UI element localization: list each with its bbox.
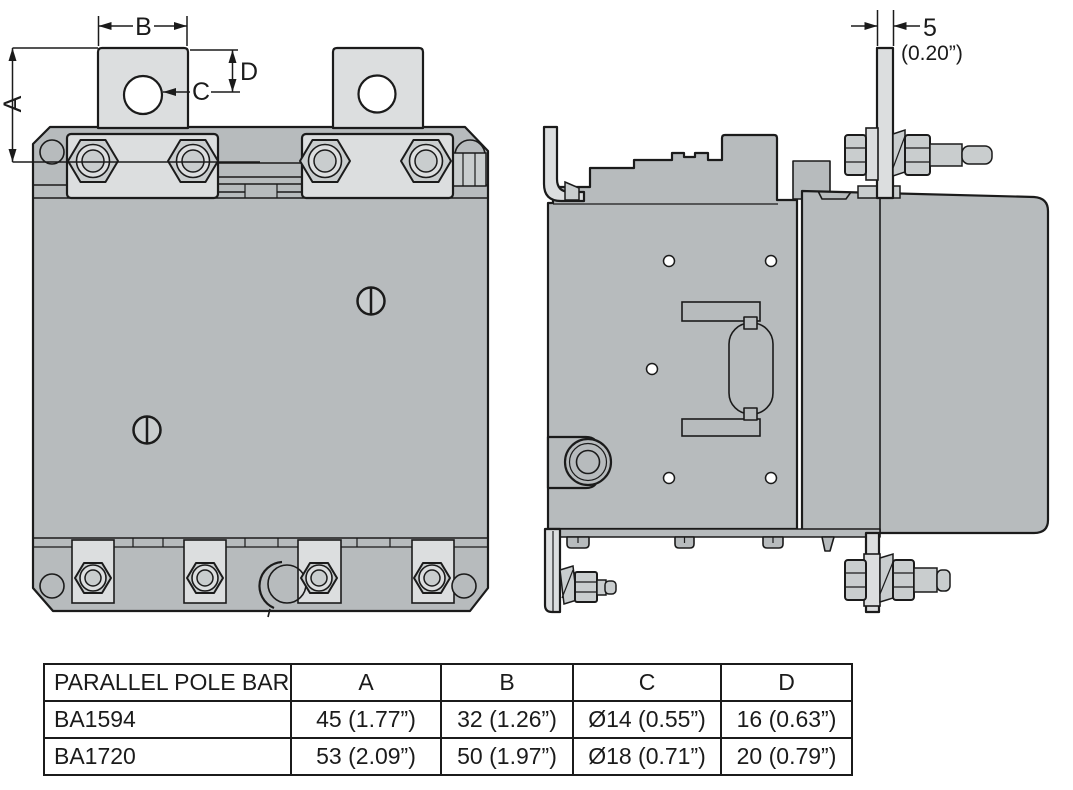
bracket-wedge: [564, 180, 580, 201]
mounting-bracket-top: [542, 125, 586, 203]
corner-hole-bottom-left: [39, 573, 65, 599]
value-c: Ø14 (0.55”): [572, 700, 722, 739]
header-c: C: [572, 663, 722, 702]
thickness-value-mm: 5: [923, 14, 937, 42]
value-d: 20 (0.79”): [720, 737, 853, 776]
value-b: 32 (1.26”): [440, 700, 574, 739]
dim-label-d: D: [240, 58, 258, 86]
pole-bar-bolt-bottom: [844, 552, 951, 607]
model-name: BA1720: [43, 737, 292, 776]
pole-bar-edge-top: [875, 46, 895, 200]
bottom-hex-bolts: [74, 562, 451, 594]
mount-hole: [662, 254, 676, 268]
pole-bar-bolt-top: [844, 127, 993, 181]
dimension-annotation-thickness: 5 (0.20”): [851, 10, 963, 65]
front-view: [31, 46, 490, 618]
dimension-annotations-front: A B D C: [0, 13, 260, 163]
bracket-bolt: [559, 565, 617, 605]
pole-bar-dimension-table: PARALLEL POLE BAR A B C D BA1594 45 (1.7…: [43, 663, 853, 776]
dim-label-c: C: [192, 78, 210, 106]
header-parallel-pole-bar: PARALLEL POLE BAR: [43, 663, 292, 702]
value-a: 53 (2.09”): [290, 737, 442, 776]
terminal-strip-notch: [244, 184, 278, 198]
dim-label-a: A: [0, 95, 27, 112]
value-d: 16 (0.63”): [720, 700, 853, 739]
mount-hole: [764, 254, 778, 268]
pole-bar-hole-right: [357, 74, 397, 114]
side-body: [546, 133, 799, 531]
table-row: BA1594 45 (1.77”) 32 (1.26”) Ø14 (0.55”)…: [43, 700, 853, 739]
corner-hole-bottom-right: [451, 573, 477, 599]
mount-hole: [645, 362, 659, 376]
side-view: [542, 46, 1050, 614]
value-b: 50 (1.97”): [440, 737, 574, 776]
model-name: BA1594: [43, 700, 292, 739]
thickness-value-in: (0.20”): [901, 42, 963, 65]
header-d: D: [720, 663, 853, 702]
dim-label-b: B: [135, 13, 152, 41]
mount-hole: [764, 471, 778, 485]
vent-slot-upper: [681, 301, 761, 322]
value-c: Ø18 (0.71”): [572, 737, 722, 776]
top-hex-bolts: [67, 139, 452, 183]
pole-bar-hole-left: [122, 74, 164, 116]
table-header-row: PARALLEL POLE BAR A B C D: [43, 663, 853, 702]
mount-hole: [662, 471, 676, 485]
header-a: A: [290, 663, 442, 702]
cover-screw-lower: [132, 415, 162, 445]
header-b: B: [440, 663, 574, 702]
corner-hole-top-left: [39, 139, 65, 165]
cover-screw-upper: [356, 286, 386, 316]
vent-slot-lower: [681, 418, 761, 437]
latch-block: [452, 152, 487, 187]
table-row: BA1720 53 (2.09”) 50 (1.97”) Ø18 (0.71”)…: [43, 737, 853, 776]
value-a: 45 (1.77”): [290, 700, 442, 739]
arc-cover: [800, 189, 1050, 535]
